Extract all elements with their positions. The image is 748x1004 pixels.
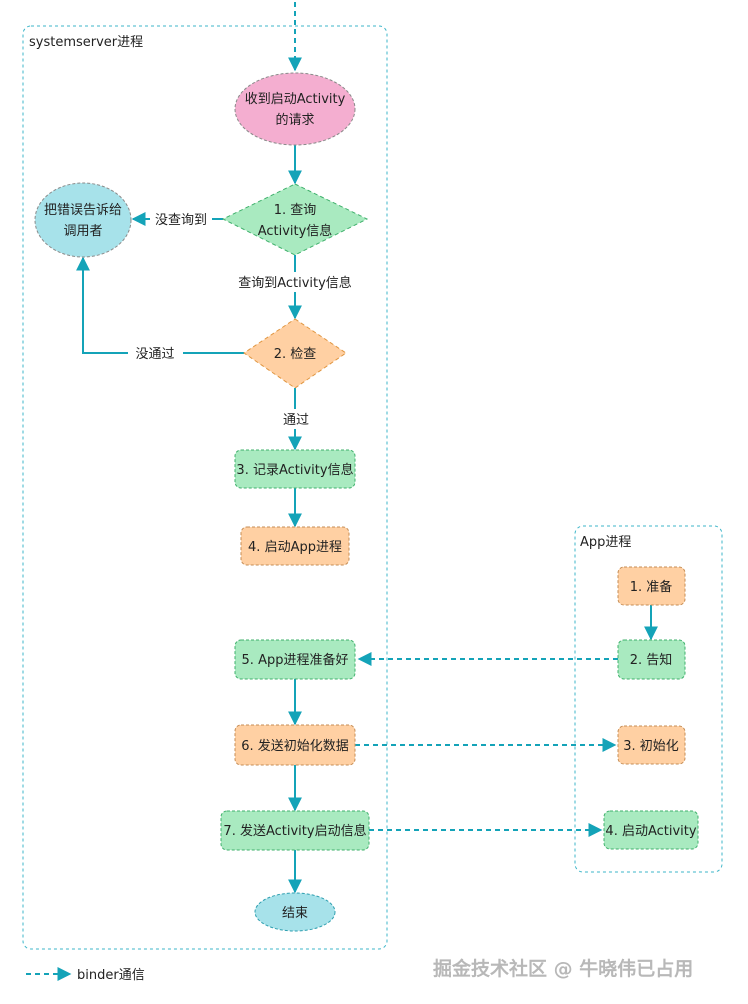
node-send-start-info[interactable]: 7. 发送Activity启动信息 bbox=[220, 810, 370, 851]
label-not-passed: 没通过 bbox=[135, 347, 174, 362]
node-start-app-process[interactable]: 4. 启动App进程 bbox=[240, 526, 350, 566]
node-app-start-activity[interactable]: 4. 启动Activity bbox=[603, 810, 699, 850]
legend-binder-label: binder通信 bbox=[77, 968, 145, 983]
node-receive-request[interactable]: 收到启动Activity 的请求 bbox=[234, 72, 356, 146]
node-app-init[interactable]: 3. 初始化 bbox=[617, 725, 686, 765]
label-not-found: 没查询到 bbox=[155, 213, 207, 228]
node-report-error-line1: 把错误告诉给 bbox=[44, 203, 122, 218]
node-check[interactable]: 2. 检查 bbox=[243, 318, 347, 389]
app-group-title: App进程 bbox=[580, 535, 631, 550]
node-app-ready-label: 5. App进程准备好 bbox=[242, 652, 349, 668]
node-record-activity[interactable]: 3. 记录Activity信息 bbox=[234, 449, 356, 489]
app-group bbox=[574, 525, 723, 873]
node-end[interactable]: 结束 bbox=[254, 892, 336, 932]
label-found: 查询到Activity信息 bbox=[238, 275, 352, 291]
node-receive-request-line2: 的请求 bbox=[275, 112, 314, 128]
systemserver-group-title: systemserver进程 bbox=[29, 35, 143, 50]
node-report-error[interactable]: 把错误告诉给 调用者 bbox=[34, 182, 132, 258]
node-report-error-line2: 调用者 bbox=[63, 224, 102, 239]
node-app-notify-label: 2. 告知 bbox=[630, 652, 673, 668]
node-query-activity-line1: 1. 查询 bbox=[274, 203, 317, 218]
legend: binder通信 bbox=[26, 967, 145, 983]
label-passed: 通过 bbox=[283, 413, 309, 428]
node-send-start-info-label: 7. 发送Activity启动信息 bbox=[223, 823, 366, 839]
node-app-start-activity-label: 4. 启动Activity bbox=[605, 824, 696, 839]
edge-check-to-error bbox=[76, 256, 244, 354]
node-query-activity-line2: Activity信息 bbox=[258, 223, 333, 239]
node-receive-request-line1: 收到启动Activity bbox=[245, 92, 346, 107]
node-app-notify[interactable]: 2. 告知 bbox=[617, 639, 686, 680]
watermark: 掘金技术社区 @ 牛晓伟已占用 bbox=[433, 957, 693, 980]
node-query-activity[interactable]: 1. 查询 Activity信息 bbox=[221, 183, 369, 256]
node-record-activity-label: 3. 记录Activity信息 bbox=[236, 462, 353, 478]
node-send-init-data[interactable]: 6. 发送初始化数据 bbox=[234, 724, 356, 766]
node-send-init-data-label: 6. 发送初始化数据 bbox=[241, 738, 349, 754]
node-end-label: 结束 bbox=[282, 906, 308, 921]
node-start-app-process-label: 4. 启动App进程 bbox=[248, 540, 342, 555]
node-app-prepare-label: 1. 准备 bbox=[630, 579, 673, 595]
node-app-ready[interactable]: 5. App进程准备好 bbox=[234, 639, 356, 680]
node-app-init-label: 3. 初始化 bbox=[623, 739, 679, 754]
node-check-label: 2. 检查 bbox=[274, 347, 317, 362]
node-app-prepare[interactable]: 1. 准备 bbox=[617, 566, 686, 606]
systemserver-group bbox=[22, 25, 388, 950]
